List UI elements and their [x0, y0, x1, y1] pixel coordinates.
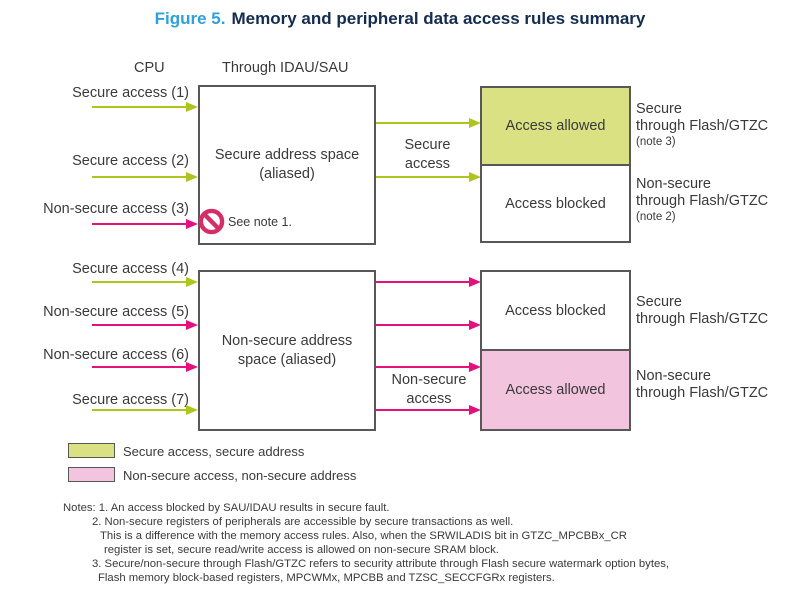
- access-arrow-7: [92, 405, 198, 415]
- access-label-7: Secure access (7): [72, 392, 189, 408]
- notes-line-6: Flash memory block-based registers, MPCW…: [98, 572, 555, 584]
- column-header-cpu: CPU: [134, 60, 165, 76]
- notes-line-5: 3. Secure/non-secure through Flash/GTZC …: [92, 558, 670, 570]
- arrowhead-icon: [186, 405, 198, 415]
- notes-line-1: Notes: 1. An access blocked by SAU/IDAU …: [63, 502, 390, 514]
- target-label-line1: Non-secure: [636, 368, 711, 384]
- target-label-nonsecure-flash-gtzc: Non-secure through Flash/GTZC: [636, 368, 768, 402]
- nonsecure-bus-arrow-1: [376, 277, 481, 287]
- legend-label-nonsecure: Non-secure access, non-secure address: [123, 468, 357, 483]
- access-arrow-6: [92, 362, 198, 372]
- arrowhead-icon: [469, 405, 481, 415]
- result-box-secure-space: Access allowed Access blocked: [480, 86, 631, 243]
- access-label-3: Non-secure access (3): [43, 201, 189, 217]
- see-note-label: See note 1.: [228, 215, 292, 229]
- nonsecure-bus-label-line2: access: [406, 391, 452, 407]
- secure-address-space-box: Secure address space (aliased): [198, 85, 376, 245]
- notes-line-3: This is a difference with the memory acc…: [100, 530, 627, 542]
- access-label-6: Non-secure access (6): [43, 347, 189, 363]
- secure-bus-label-line1: Secure: [404, 137, 451, 153]
- result-cell-nonsecure-allowed: Access allowed: [482, 351, 629, 429]
- arrowhead-icon: [469, 118, 481, 128]
- nonsecure-address-space-line2: space (aliased): [237, 351, 337, 368]
- column-header-idau-sau: Through IDAU/SAU: [222, 60, 349, 76]
- nonsecure-bus-arrow-4: [376, 405, 481, 415]
- access-arrow-5: [92, 320, 198, 330]
- legend-swatch-secure: [68, 443, 115, 458]
- access-label-1: Secure access (1): [72, 85, 189, 101]
- result-cell-secure-blocked: Access blocked: [505, 195, 606, 212]
- access-label-4: Secure access (4): [72, 261, 189, 277]
- secure-bus-arrow-2: [376, 172, 481, 182]
- nonsecure-bus-arrow-2: [376, 320, 481, 330]
- secure-bus-label: Secure access: [377, 136, 478, 174]
- nonsecure-bus-arrow-3: [376, 362, 481, 372]
- figure-title: Figure 5. Memory and peripheral data acce…: [0, 9, 800, 29]
- result-box-nonsecure-space: Access blocked Access allowed: [480, 270, 631, 431]
- access-label-5: Non-secure access (5): [43, 304, 189, 320]
- result-cell-nonsecure-blocked: Access blocked: [482, 272, 629, 351]
- target-label-line2: through Flash/GTZC: [636, 118, 769, 134]
- figure-number: Figure 5.: [154, 9, 226, 28]
- access-arrow-3: [92, 219, 198, 229]
- target-label-secure-flash-gtzc-note3: Secure through Flash/GTZC (note 3): [636, 101, 768, 149]
- target-label-line2: through Flash/GTZC: [636, 311, 769, 327]
- nonsecure-address-space-box: Non-secure address space (aliased): [198, 270, 376, 431]
- access-label-2: Secure access (2): [72, 153, 189, 169]
- access-arrow-2: [92, 172, 198, 182]
- target-label-line1: Secure: [636, 101, 682, 117]
- secure-bus-label-line2: access: [404, 156, 451, 172]
- arrowhead-icon: [186, 219, 198, 229]
- arrowhead-icon: [469, 362, 481, 372]
- nonsecure-bus-label-line1: Non-secure: [391, 372, 467, 388]
- secure-address-space-line1: Secure address space: [214, 147, 360, 163]
- arrowhead-icon: [186, 277, 198, 287]
- arrowhead-icon: [186, 362, 198, 372]
- target-label-nonsecure-flash-gtzc-note2: Non-secure through Flash/GTZC (note 2): [636, 176, 768, 224]
- secure-bus-arrow-1: [376, 118, 481, 128]
- target-label-line2: through Flash/GTZC: [636, 193, 769, 209]
- legend-label-secure: Secure access, secure address: [123, 444, 305, 459]
- arrowhead-icon: [186, 172, 198, 182]
- secure-address-space-line2: (aliased): [259, 166, 315, 182]
- target-label-note: (note 3): [636, 136, 676, 148]
- target-label-line1: Secure: [636, 294, 682, 310]
- nonsecure-address-space-line1: Non-secure address: [221, 332, 353, 349]
- target-label-line2: through Flash/GTZC: [636, 385, 769, 401]
- arrowhead-icon: [186, 102, 198, 112]
- access-arrow-1: [92, 102, 198, 112]
- arrowhead-icon: [469, 320, 481, 330]
- result-cell-secure-allowed: Access allowed: [482, 88, 629, 166]
- arrowhead-icon: [469, 277, 481, 287]
- notes-line-4: register is set, secure read/write acces…: [104, 544, 499, 556]
- notes-line-2: 2. Non-secure registers of peripherals a…: [92, 516, 514, 528]
- figure-title-text: Memory and peripheral data access rules …: [231, 9, 646, 28]
- nonsecure-bus-label: Non-secure access: [378, 371, 480, 409]
- legend-swatch-nonsecure: [68, 467, 115, 482]
- target-label-note: (note 2): [636, 211, 676, 223]
- target-label-secure-flash-gtzc: Secure through Flash/GTZC: [636, 294, 768, 328]
- target-label-line1: Non-secure: [636, 176, 711, 192]
- arrowhead-icon: [469, 172, 481, 182]
- access-arrow-4: [92, 277, 198, 287]
- arrowhead-icon: [186, 320, 198, 330]
- no-entry-icon: [198, 208, 225, 235]
